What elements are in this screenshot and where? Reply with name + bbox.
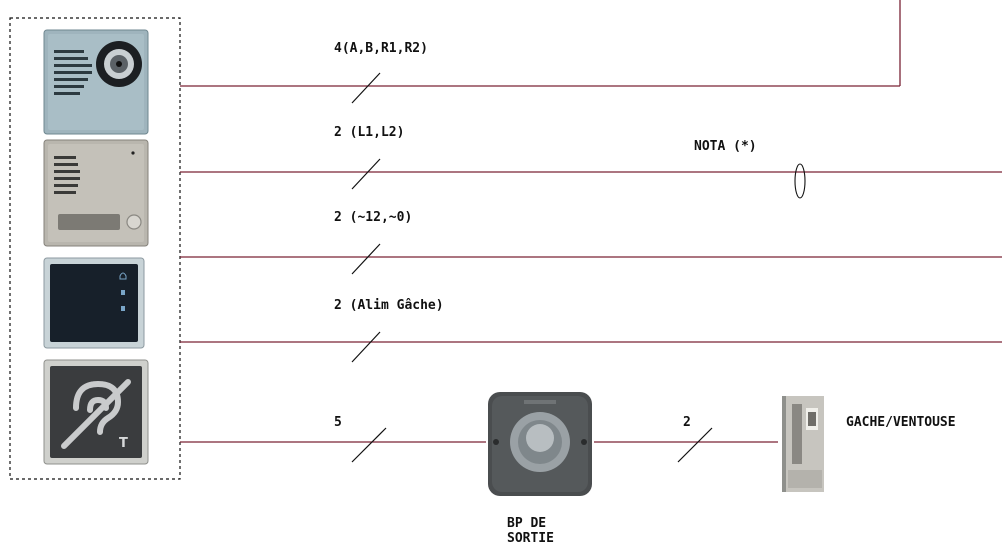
tick-2: [351, 158, 381, 190]
wire-label-2: 2 (L1,L2): [334, 125, 404, 140]
note-ellipse: [794, 163, 806, 199]
tick-4: [351, 331, 381, 363]
led-indicator: [131, 151, 135, 155]
wire-label-5: 5: [334, 415, 342, 430]
wire-label-4: 2 (Alim Gâche): [334, 298, 444, 313]
tick-3: [351, 243, 381, 275]
hearing-loop-module: T: [43, 359, 149, 465]
tick-5: [351, 427, 387, 463]
camera-icon: [96, 41, 142, 87]
hearing-loop-badge: T: [119, 436, 128, 451]
exit-button-label-line2: SORTIE: [507, 531, 554, 545]
door-strike-device: [782, 396, 824, 492]
speaker-grille-icon: [54, 156, 80, 194]
note-label: NOTA (*): [694, 139, 757, 154]
tick-1: [351, 72, 381, 104]
exit-button-label-line1: BP DE: [507, 516, 546, 531]
wire-label-3: 2 (~12,~0): [334, 210, 412, 225]
exit-button-device: [488, 392, 592, 496]
call-button-icon: [126, 214, 142, 230]
bell-icon: [119, 272, 127, 280]
station-enclosure: [9, 17, 181, 480]
audio-module: [43, 139, 149, 247]
door-icon: [121, 290, 125, 295]
speaker-grille-icon: [54, 50, 92, 95]
hearing-loop-icon: [61, 379, 131, 449]
lock-icon: [121, 306, 125, 311]
lock-label: GACHE/VENTOUSE: [846, 415, 956, 430]
wire-label-6: 2: [683, 415, 691, 430]
tick-6: [677, 427, 713, 463]
name-label-slot: [58, 214, 120, 230]
keypad-module: [43, 257, 145, 349]
camera-module: [43, 29, 149, 135]
wire-label-1: 4(A,B,R1,R2): [334, 41, 428, 56]
